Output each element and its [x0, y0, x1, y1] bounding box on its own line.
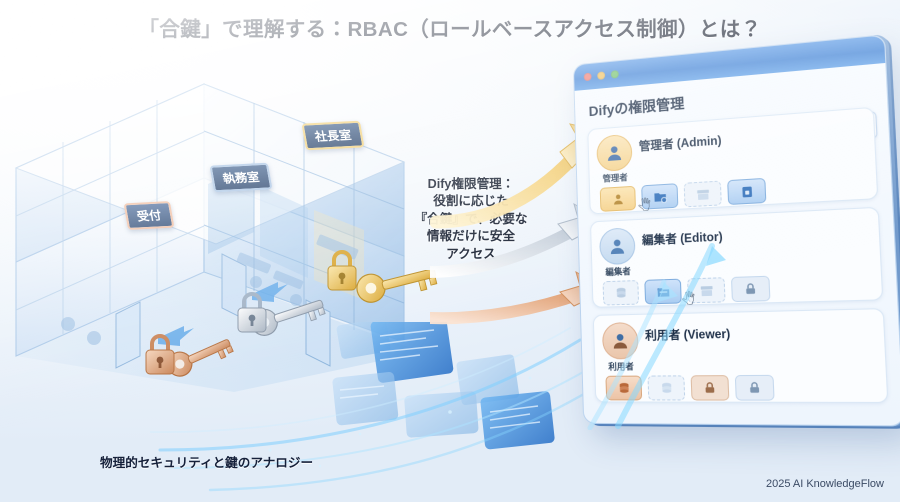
perm-database-off-viewer[interactable]	[647, 375, 686, 401]
room-label-reception: 受付	[123, 200, 175, 231]
minimize-icon[interactable]	[597, 71, 606, 80]
lock-icon	[702, 380, 717, 393]
person-icon	[610, 239, 625, 255]
perm-database-editor[interactable]	[602, 280, 640, 306]
page-title: 「合鍵」で理解する：RBAC（ロールベースアクセス制御）とは？	[138, 18, 762, 41]
person-icon	[607, 146, 622, 161]
close-icon[interactable]	[583, 72, 592, 82]
credit-text: 2025 AI KnowledgeFlow	[765, 478, 884, 490]
gold-padlock-icon	[327, 250, 357, 291]
perm-user-admin[interactable]	[599, 185, 636, 212]
avatar-label-admin: 管理者	[602, 172, 628, 184]
perm-database-viewer[interactable]	[605, 375, 643, 401]
folder-icon	[657, 287, 669, 297]
role-row-viewer[interactable]: 利用者 利用者 (Viewer)	[592, 308, 889, 404]
perm-lock-editor[interactable]	[730, 275, 771, 303]
role-row-editor[interactable]: 編集者 編集者 (Editor)	[590, 206, 884, 308]
avatar-label-viewer: 利用者	[608, 361, 634, 372]
perm-archive-editor[interactable]	[687, 277, 726, 304]
lock-icon	[743, 281, 759, 295]
role-name-viewer: 利用者 (Viewer)	[644, 328, 731, 343]
room-label-office: 執務室	[209, 162, 273, 193]
database-icon	[661, 382, 671, 393]
silver-padlock-icon	[237, 292, 267, 333]
perm-folder-editor[interactable]	[644, 278, 682, 305]
maximize-icon[interactable]	[610, 70, 619, 79]
copper-padlock-icon	[145, 334, 175, 375]
gold-key	[356, 270, 438, 303]
archive-icon	[696, 189, 709, 200]
database-icon	[619, 382, 629, 393]
avatar-viewer	[601, 322, 639, 360]
perm-folder-plus-admin[interactable]	[641, 183, 679, 210]
folder-plus-icon	[653, 192, 668, 204]
permission-toggles-editor	[602, 272, 873, 306]
lock-icon	[747, 380, 763, 393]
person-icon	[613, 333, 628, 349]
dify-permission-window[interactable]: Difyの権限管理 ドラグマスト調整 ⌄	[572, 34, 900, 427]
avatar-label-editor: 編集者	[605, 266, 631, 278]
window-body: Difyの権限管理 ドラグマスト調整 ⌄	[575, 63, 900, 425]
room-label-ceo: 社長室	[301, 120, 365, 151]
perm-database-lock-admin[interactable]	[727, 177, 767, 206]
perm-lock-copper-viewer[interactable]	[690, 375, 730, 401]
database-icon	[616, 287, 626, 298]
user-icon	[613, 193, 623, 205]
floating-data-cards	[332, 322, 555, 450]
role-row-admin[interactable]: 管理者 管理者 (Admin)	[587, 106, 879, 215]
perm-archive-admin[interactable]	[683, 180, 722, 208]
role-name-admin: 管理者 (Admin)	[638, 135, 722, 154]
database-lock-icon	[741, 186, 752, 197]
perm-lock-viewer[interactable]	[734, 374, 775, 401]
window-frame: Difyの権限管理 ドラグマスト調整 ⌄	[572, 34, 900, 427]
permission-toggles-viewer	[605, 374, 877, 401]
role-name-editor: 編集者 (Editor)	[641, 231, 723, 248]
archive-icon	[700, 285, 713, 296]
caption-left: 物理的セキュリティと鍵のアナロジー	[100, 456, 314, 470]
avatar-editor	[599, 227, 636, 266]
avatar-admin	[596, 133, 633, 173]
